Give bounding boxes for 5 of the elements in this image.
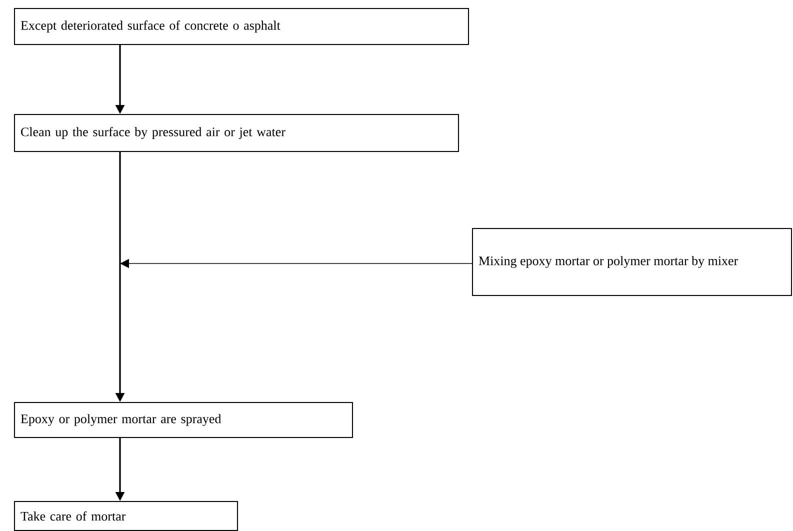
process-box: Epoxy or polymer mortar are sprayed xyxy=(14,402,353,438)
process-box: Clean up the surface by pressured air or jet water xyxy=(14,114,459,152)
process-box: Mixing epoxy mortar or polymer mortar by mixer xyxy=(472,228,792,296)
process-box: Take care of mortar xyxy=(14,501,238,531)
process-box: Except deteriorated surface of concrete o asphalt xyxy=(14,8,469,45)
